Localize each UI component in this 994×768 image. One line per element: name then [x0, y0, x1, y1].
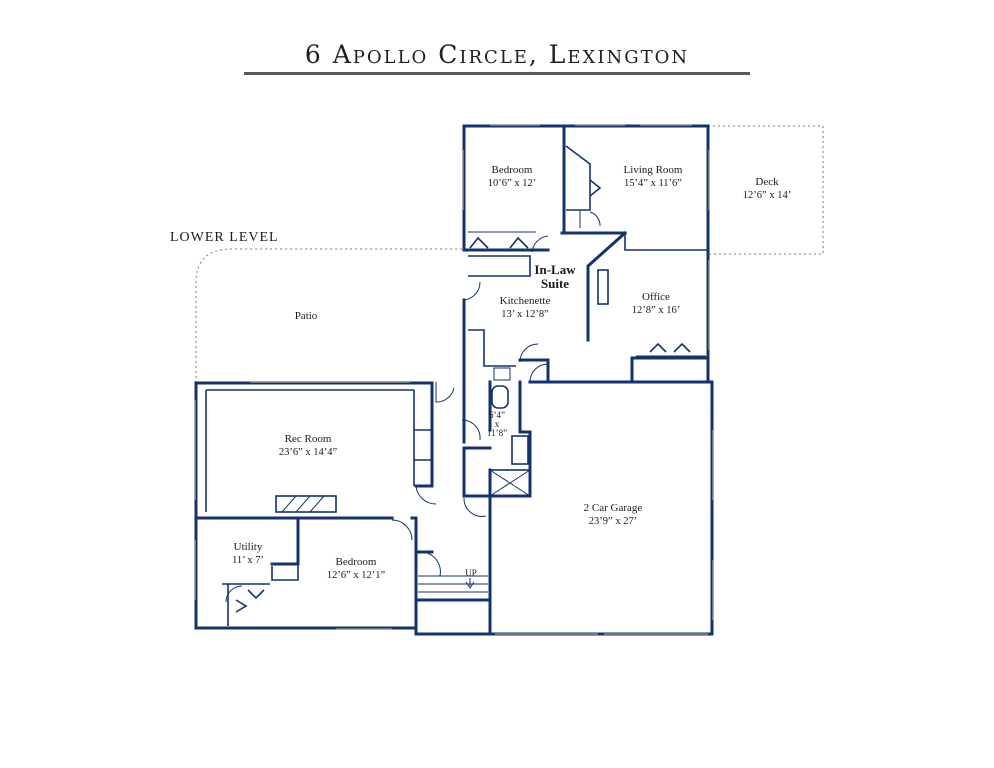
deck-dims: 12’6” x 14’ [743, 190, 791, 201]
bedroom-upper-dims: 10’6” x 12’ [488, 178, 536, 189]
door-swing [391, 519, 413, 541]
bath-walls [462, 380, 532, 498]
stairs-up-label: UP [465, 568, 477, 578]
plan-title: 6 Apollo Circle, Lexington [304, 40, 690, 69]
stairs [414, 550, 492, 602]
rec-room-walls [194, 381, 434, 630]
door-swing [225, 585, 243, 603]
door-swing [519, 343, 539, 363]
bath-dim-b: 11’8” [487, 428, 507, 438]
bath-dim-x: x [495, 419, 500, 429]
windows-upper [462, 124, 710, 350]
garage-walls [488, 380, 714, 636]
rec-room-dims: 23’6” x 14’4” [279, 447, 338, 458]
bath-dim-a: 6’4” [489, 410, 505, 420]
bedroom-lower-dims: 12’6” x 12’1” [327, 570, 386, 581]
door-swing [529, 363, 549, 383]
bedroom-closet-doors [468, 231, 536, 249]
deck-name: Deck [755, 176, 779, 188]
lower-rooms-walls [194, 516, 492, 636]
rec-room-name: Rec Room [285, 433, 332, 445]
door-swing [463, 281, 481, 301]
living-room-dims: 15’4” x 11’6” [624, 178, 682, 189]
office-name: Office [642, 291, 670, 303]
kitchenette-name: Kitchenette [500, 295, 551, 307]
patio-name: Patio [295, 310, 318, 322]
door-swing [531, 235, 549, 253]
kitchenette-dims: 13’ x 12’8” [501, 309, 549, 320]
utility-name: Utility [234, 541, 263, 553]
patio-outline [195, 248, 464, 383]
office-closet-doors [636, 342, 706, 357]
office-dims: 12’8” x 16’ [632, 305, 680, 316]
bedroom-lower-name: Bedroom [336, 556, 377, 568]
lower-level-label: LOWER LEVEL [170, 230, 279, 245]
door-swing [435, 382, 455, 403]
living-room-name: Living Room [624, 164, 683, 176]
door-swing [415, 485, 437, 505]
bedroom-upper-name: Bedroom [492, 164, 533, 176]
deck-outline [708, 125, 824, 255]
title-underline [244, 72, 750, 75]
door-swing [461, 419, 481, 441]
door-swing [463, 497, 487, 517]
in-law-suite-line2: Suite [541, 276, 569, 291]
garage-dims: 23’9” x 27’ [589, 516, 637, 527]
living-room-closet [565, 145, 602, 228]
in-law-suite-line1: In-Law [534, 262, 576, 277]
utility-dims: 11’ x 7’ [232, 555, 264, 566]
garage-name: 2 Car Garage [584, 502, 643, 514]
